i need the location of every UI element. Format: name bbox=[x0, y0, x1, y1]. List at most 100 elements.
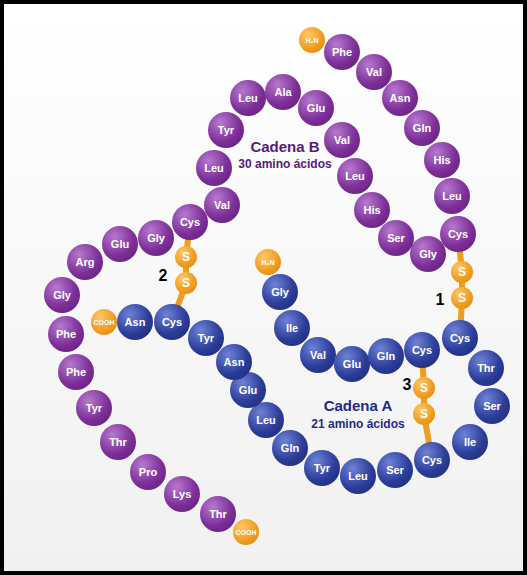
chain-title: Cadena B bbox=[250, 139, 319, 154]
residue-name: Pro bbox=[139, 467, 157, 478]
residue-name: His bbox=[363, 205, 380, 216]
amino-acid-bead: Gly bbox=[138, 220, 174, 256]
amino-acid-bead: Pro bbox=[130, 454, 166, 490]
amino-acid-bead: Thr bbox=[100, 424, 136, 460]
sulfur-atom: S bbox=[175, 272, 197, 294]
residue-name: Asn bbox=[224, 357, 245, 368]
residue-name: Leu bbox=[204, 163, 224, 174]
residue-name: Leu bbox=[442, 191, 462, 202]
chain-length: 30 amino ácidos bbox=[238, 158, 331, 170]
amino-acid-bead: Phe bbox=[324, 34, 360, 70]
residue-name: Tyr bbox=[86, 403, 102, 414]
residue-name: Tyr bbox=[314, 463, 330, 474]
residue-name: Cys bbox=[422, 455, 442, 466]
sulfur-atom: S bbox=[175, 246, 197, 268]
amino-acid-bead: Gln bbox=[404, 110, 440, 146]
amino-acid-bead: Phe bbox=[48, 316, 84, 352]
amino-acid-bead: Ser bbox=[474, 388, 510, 424]
callout-number: 3 bbox=[403, 377, 412, 393]
atom-symbol: S bbox=[458, 292, 466, 304]
residue-name: Val bbox=[310, 350, 326, 361]
sulfur-atom: S bbox=[413, 403, 435, 425]
amino-acid-bead: Val bbox=[204, 187, 240, 223]
residue-name: Tyr bbox=[198, 333, 214, 344]
amino-acid-bead: Cys bbox=[172, 204, 208, 240]
amino-acid-bead: Arg bbox=[67, 244, 103, 280]
amino-acid-bead: Cys bbox=[414, 442, 450, 478]
chain-title: Cadena A bbox=[324, 398, 393, 413]
atom-symbol: S bbox=[420, 408, 428, 420]
amino-acid-bead: Tyr bbox=[188, 320, 224, 356]
residue-name: Gly bbox=[53, 290, 71, 301]
amino-acid-bead: Cys bbox=[154, 304, 190, 340]
residue-name: Cys bbox=[448, 229, 468, 240]
residue-name: Leu bbox=[238, 93, 258, 104]
amino-acid-bead: Asn bbox=[216, 344, 252, 380]
residue-name: Gly bbox=[271, 287, 289, 298]
amino-acid-bead: Tyr bbox=[304, 450, 340, 486]
residue-name: H₂N bbox=[305, 37, 318, 44]
terminal-group: H₂N bbox=[255, 249, 281, 275]
amino-acid-bead: Cys bbox=[440, 216, 476, 252]
amino-acid-bead: Cys bbox=[442, 320, 478, 356]
atom-symbol: S bbox=[458, 266, 466, 278]
amino-acid-bead: Leu bbox=[340, 458, 376, 494]
terminal-group: COOH bbox=[233, 519, 259, 545]
residue-name: H₂N bbox=[261, 259, 274, 266]
residue-name: Ser bbox=[387, 233, 405, 244]
residue-name: Ala bbox=[274, 87, 291, 98]
amino-acid-bead: Val bbox=[324, 122, 360, 158]
amino-acid-bead: His bbox=[354, 192, 390, 228]
residue-name: Phe bbox=[66, 367, 86, 378]
amino-acid-bead: Tyr bbox=[76, 390, 112, 426]
amino-acid-bead: Ser bbox=[378, 220, 414, 256]
amino-acid-bead: Leu bbox=[230, 80, 266, 116]
residue-name: Val bbox=[366, 67, 382, 78]
residue-name: Val bbox=[214, 200, 230, 211]
amino-acid-bead: His bbox=[424, 142, 460, 178]
residue-name: Cys bbox=[450, 333, 470, 344]
amino-acid-bead: Thr bbox=[468, 350, 504, 386]
atom-symbol: S bbox=[420, 382, 428, 394]
disulfide-bond bbox=[426, 423, 430, 444]
residue-name: Arg bbox=[76, 257, 95, 268]
callout-number: 2 bbox=[159, 268, 168, 284]
residue-name: Leu bbox=[345, 171, 365, 182]
sulfur-atom: S bbox=[451, 287, 473, 309]
terminal-group: COOH bbox=[91, 309, 117, 335]
residue-name: Val bbox=[334, 135, 350, 146]
residue-name: Cys bbox=[412, 345, 432, 356]
residue-name: Asn bbox=[390, 93, 411, 104]
amino-acid-bead: Glu bbox=[298, 90, 334, 126]
sulfur-atom: S bbox=[451, 261, 473, 283]
residue-name: Phe bbox=[56, 329, 76, 340]
amino-acid-bead: Asn bbox=[117, 304, 153, 340]
residue-name: Gly bbox=[419, 249, 437, 260]
atom-symbol: S bbox=[182, 251, 190, 263]
residue-name: Tyr bbox=[218, 125, 234, 136]
residue-name: Asn bbox=[125, 317, 146, 328]
residue-name: Ile bbox=[286, 323, 298, 334]
residue-name: Leu bbox=[256, 415, 276, 426]
amino-acid-bead: Ile bbox=[452, 424, 488, 460]
amino-acid-bead: Glu bbox=[334, 346, 370, 382]
residue-name: Cys bbox=[162, 317, 182, 328]
amino-acid-bead: Leu bbox=[337, 158, 373, 194]
atom-symbol: S bbox=[182, 277, 190, 289]
amino-acid-bead: Val bbox=[300, 337, 336, 373]
amino-acid-bead: Lys bbox=[164, 476, 200, 512]
residue-name: His bbox=[433, 155, 450, 166]
amino-acid-bead: Gly bbox=[44, 277, 80, 313]
residue-name: Glu bbox=[239, 385, 257, 396]
residue-name: Glu bbox=[307, 103, 325, 114]
residue-name: Glu bbox=[111, 239, 129, 250]
residue-name: Thr bbox=[477, 363, 495, 374]
residue-name: Gln bbox=[413, 123, 431, 134]
amino-acid-bead: Thr bbox=[200, 496, 236, 532]
amino-acid-bead: Asn bbox=[382, 80, 418, 116]
residue-name: Cys bbox=[180, 217, 200, 228]
residue-name: Glu bbox=[343, 359, 361, 370]
chain-length: 21 amino ácidos bbox=[311, 418, 404, 430]
amino-acid-bead: Gly bbox=[262, 274, 298, 310]
amino-acid-bead: Ala bbox=[265, 74, 301, 110]
